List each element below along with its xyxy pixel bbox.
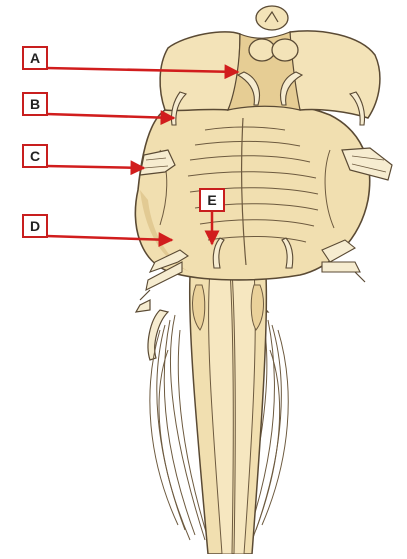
label-a: A xyxy=(22,46,48,70)
optic-chiasm xyxy=(256,6,288,30)
label-b: B xyxy=(22,92,48,116)
vestibulocochlear-right xyxy=(322,262,360,272)
label-e: E xyxy=(199,188,225,212)
label-d: D xyxy=(22,214,48,238)
label-c: C xyxy=(22,144,48,168)
arrow-c xyxy=(46,166,144,168)
arrow-b xyxy=(46,114,174,118)
mammillary-body-right xyxy=(272,39,298,61)
mammillary-body-left xyxy=(249,39,275,61)
cerebral-peduncle-right xyxy=(289,31,379,118)
